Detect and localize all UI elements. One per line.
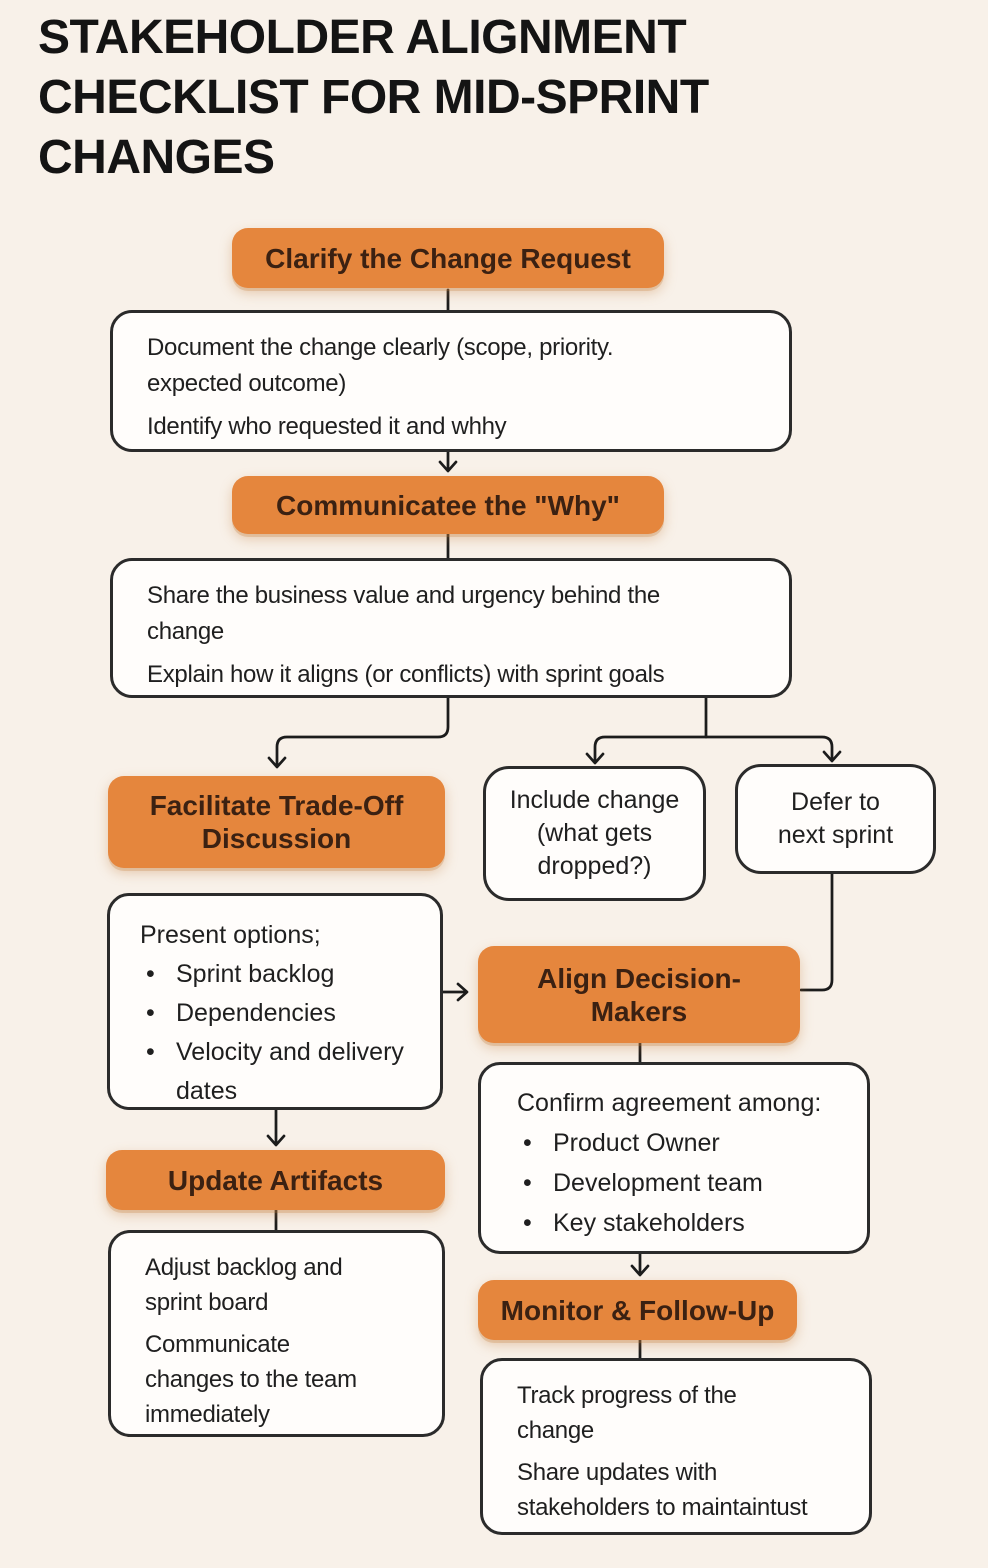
list-item: Sprint backlog (140, 955, 434, 994)
bullet-dot (140, 994, 176, 1033)
node-label: Clarify the Change Request (265, 242, 631, 274)
node-include-change: Include change (what gets dropped?) (483, 766, 706, 901)
bullet-text: Velocity and delivery dates (176, 1038, 404, 1105)
arrowhead-right-icon (456, 982, 469, 1002)
detail-paragraph: Share the business value and urgency beh… (147, 578, 781, 650)
detail-paragraph: Adjust backlog and sprint board (145, 1250, 434, 1320)
detail-paragraph: Track progress of the change (517, 1378, 861, 1448)
detail-line: sprint board (145, 1289, 269, 1316)
detail-line: Explain how it aligns (or conflicts) wit… (147, 661, 665, 688)
arrowhead-down-icon (438, 460, 458, 473)
node-facilitate-tradeoff: Facilitate Trade-Off Discussion (108, 776, 445, 868)
arrowhead-down-icon (630, 1264, 650, 1277)
node-clarify-change-request: Clarify the Change Request (232, 228, 664, 288)
detail-line: Identify who requested it and whhy (147, 413, 507, 440)
node-align-decision-makers: Align Decision- Makers (478, 946, 800, 1043)
node-label-line: next sprint (777, 821, 894, 849)
bullet-dot (517, 1123, 553, 1163)
page-title: STAKEHOLDER ALIGNMENT CHECKLIST FOR MID-… (38, 11, 709, 184)
bullet-dot (140, 1033, 176, 1111)
arrowhead-down-icon (267, 756, 287, 769)
list-item: Key stakeholders (517, 1203, 861, 1243)
detail-paragraph: Identify who requested it and whhy (147, 409, 781, 445)
detail-line: stakeholders to maintaintust (517, 1494, 808, 1521)
node-adjust-details: Adjust backlog and sprint board Communic… (108, 1230, 445, 1437)
bullet-text: Development team (553, 1169, 763, 1197)
detail-line: change (147, 618, 224, 645)
detail-paragraph: Share updates with stakeholders to maint… (517, 1455, 861, 1525)
bullet-text: Key stakeholders (553, 1209, 745, 1237)
connector-branch-split (593, 735, 834, 764)
bullet-dot (517, 1203, 553, 1243)
connector-detail-to-facilitate (275, 696, 450, 768)
node-label-line: (what gets (536, 819, 653, 847)
node-label-line: Defer to (791, 788, 880, 816)
detail-line: change (517, 1417, 594, 1444)
list-item: Product Owner (517, 1123, 861, 1163)
bullet-text: Dependencies (176, 999, 336, 1027)
node-label: Monitor & Follow-Up (500, 1294, 775, 1326)
node-confirm-agreement: Confirm agreement among: Product Owner D… (478, 1062, 870, 1254)
node-label: Communicatee the "Why" (276, 489, 620, 521)
bullet-dot (517, 1163, 553, 1203)
node-track-details: Track progress of the change Share updat… (480, 1358, 872, 1535)
detail-line: immediately (145, 1401, 270, 1428)
node-label: Update Artifacts (167, 1164, 384, 1196)
node-communicate-why: Communicatee the "Why" (232, 476, 664, 534)
detail-line: expected outcome) (147, 370, 347, 397)
detail-line: changes to the team (145, 1366, 357, 1393)
node-label-line: Include change (509, 786, 680, 814)
node-label-line: Align Decision- (537, 962, 741, 994)
bullet-text: Sprint backlog (176, 960, 335, 988)
node-defer-next-sprint: Defer to next sprint (735, 764, 936, 874)
connector-defer-to-align (799, 872, 834, 992)
detail-paragraph: Explain how it aligns (or conflicts) wit… (147, 657, 781, 693)
node-label-line: Makers (590, 995, 688, 1027)
node-label-line: dropped?) (537, 852, 652, 880)
detail-line: Document the change clearly (scope, prio… (147, 334, 614, 361)
list-item: Velocity and delivery dates (140, 1033, 434, 1111)
arrowhead-down-icon (266, 1134, 286, 1147)
detail-paragraph: Communicate changes to the team immediat… (145, 1327, 434, 1432)
node-label-line: Facilitate Trade-Off (149, 790, 404, 821)
arrowhead-down-icon (822, 750, 842, 763)
node-monitor-follow-up: Monitor & Follow-Up (478, 1280, 797, 1340)
arrowhead-down-icon (585, 752, 605, 765)
bullet-text: Product Owner (553, 1129, 720, 1157)
node-present-options: Present options; Sprint backlog Dependen… (107, 893, 443, 1110)
detail-line: Communicate (145, 1331, 290, 1358)
list-heading: Confirm agreement among: (517, 1089, 822, 1117)
node-communicate-details: Share the business value and urgency beh… (110, 558, 792, 698)
detail-line: Share the business value and urgency beh… (147, 582, 660, 609)
detail-line: Track progress of the (517, 1382, 737, 1409)
bullet-dot (140, 955, 176, 994)
list-item: Dependencies (140, 994, 434, 1033)
node-clarify-details: Document the change clearly (scope, prio… (110, 310, 792, 452)
list-item: Development team (517, 1163, 861, 1203)
detail-line: Adjust backlog and (145, 1254, 343, 1281)
node-update-artifacts: Update Artifacts (106, 1150, 445, 1210)
detail-paragraph: Document the change clearly (scope, prio… (147, 330, 781, 402)
detail-line: Share updates with (517, 1459, 718, 1486)
list-heading: Present options; (140, 921, 321, 949)
node-label-line: Discussion (201, 823, 352, 854)
